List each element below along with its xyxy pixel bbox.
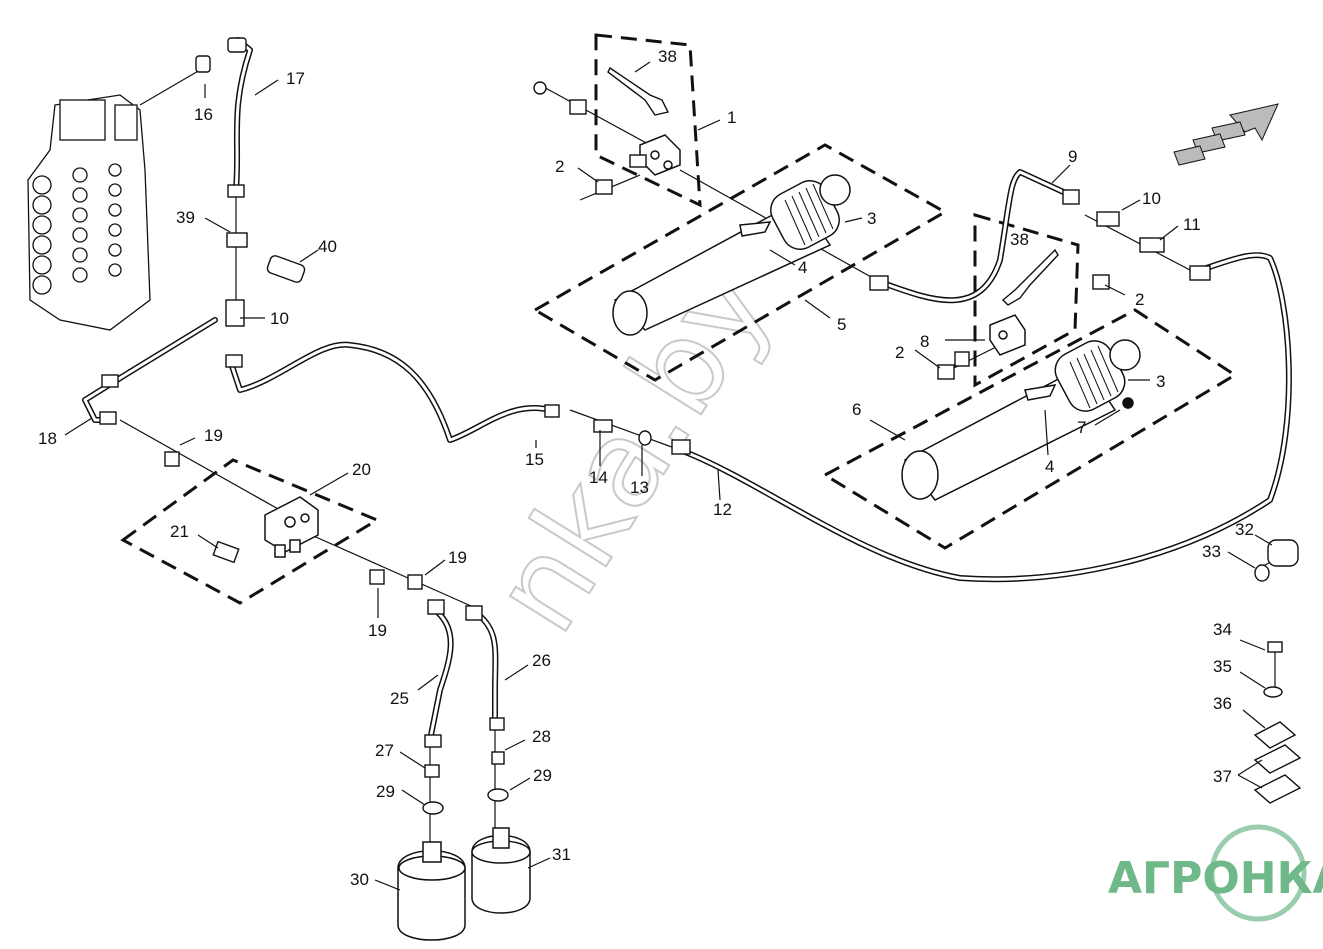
- label-32: 32: [1235, 520, 1254, 539]
- label-10: 10: [1142, 189, 1161, 208]
- label-5: 5: [837, 315, 846, 334]
- control-valve-block: [27, 94, 151, 331]
- logo-text: АГРОНКА: [1108, 853, 1323, 904]
- label-8: 8: [920, 332, 929, 351]
- label-21: 21: [170, 522, 189, 541]
- label-27: 27: [375, 741, 394, 760]
- label-9: 9: [1068, 147, 1077, 166]
- label-13: 13: [630, 478, 649, 497]
- label-19: 19: [368, 621, 387, 640]
- label-3: 3: [867, 209, 876, 228]
- label-2: 2: [555, 157, 564, 176]
- label-28: 28: [532, 727, 551, 746]
- label-11: 11: [1183, 215, 1201, 234]
- label-34: 34: [1213, 620, 1232, 639]
- label-36: 36: [1213, 694, 1232, 713]
- part-labels: 1 2 2 2 3 3 4 4 5 6 7 8 9 10 10 11 12 13…: [38, 47, 1254, 889]
- label-17: 17: [286, 69, 305, 88]
- hydraulic-cylinder-lower: [901, 339, 1141, 501]
- valve-block-20: [264, 496, 319, 558]
- label-26: 26: [532, 651, 551, 670]
- label-2: 2: [895, 343, 904, 362]
- label-18: 18: [38, 429, 57, 448]
- label-14: 14: [589, 468, 608, 487]
- label-25: 25: [390, 689, 409, 708]
- accumulator-30: [397, 841, 466, 941]
- label-19: 19: [448, 548, 467, 567]
- label-38: 38: [658, 47, 677, 66]
- fittings: [99, 37, 1302, 815]
- label-19: 19: [204, 426, 223, 445]
- label-37: 37: [1213, 767, 1232, 786]
- label-12: 12: [713, 500, 732, 519]
- label-20: 20: [352, 460, 371, 479]
- label-10: 10: [270, 309, 289, 328]
- label-4: 4: [798, 258, 807, 277]
- connection-lines: [119, 69, 1286, 850]
- accumulator-31: [471, 827, 531, 914]
- label-7: 7: [1077, 418, 1086, 437]
- valve-block-lower: [989, 314, 1026, 356]
- label-16: 16: [194, 105, 213, 124]
- hydraulic-cylinder-upper: [612, 174, 851, 336]
- label-1: 1: [727, 108, 736, 127]
- label-40: 40: [318, 237, 337, 256]
- label-35: 35: [1213, 657, 1232, 676]
- label-2: 2: [1135, 290, 1144, 309]
- label-3: 3: [1156, 372, 1165, 391]
- label-33: 33: [1202, 542, 1221, 561]
- lever-38-lower: [1001, 248, 1059, 306]
- label-29: 29: [533, 766, 552, 785]
- label-6: 6: [852, 400, 861, 419]
- direction-arrow-icon: [1173, 103, 1279, 166]
- leader-lines: [64, 61, 1273, 891]
- lever-38-upper: [607, 66, 670, 116]
- label-31: 31: [552, 845, 571, 864]
- label-29: 29: [376, 782, 395, 801]
- label-15: 15: [525, 450, 544, 469]
- agronka-logo: АГРОНКА: [1108, 824, 1323, 922]
- label-4: 4: [1045, 457, 1054, 476]
- label-39: 39: [176, 208, 195, 227]
- label-38: 38: [1010, 230, 1029, 249]
- label-30: 30: [350, 870, 369, 889]
